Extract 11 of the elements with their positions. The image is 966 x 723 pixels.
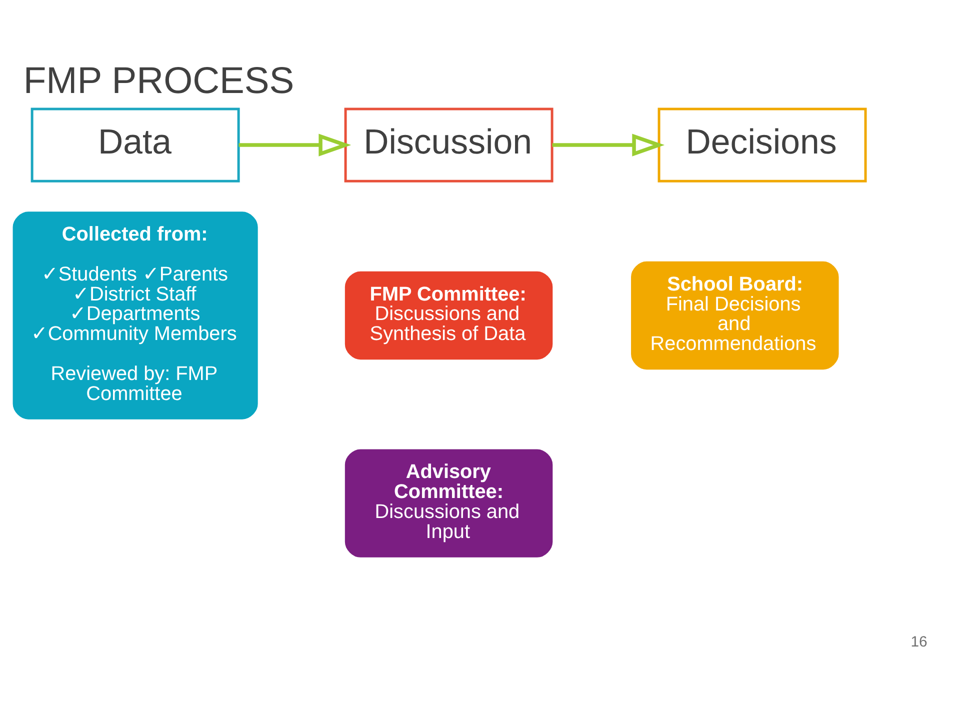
node-box: FMP Committee: Discussions and Synthesis of Data xyxy=(344,271,553,360)
arrow xyxy=(552,134,665,156)
node-box: Advisory Committee: Discussions and Input xyxy=(344,449,553,558)
node-box: School Board: Final Decisions and Recommendations xyxy=(631,261,839,370)
diagram-title: FMP PROCESS xyxy=(23,58,294,101)
arrow xyxy=(238,134,352,156)
node-box: Data xyxy=(30,108,240,182)
label: 16 xyxy=(910,633,928,650)
node-box: Discussion xyxy=(344,108,554,182)
node-box: Collected from: ✓Students ✓Parents ✓District Staff ✓Departments ✓Community Members Reviewed by: FMP Committee xyxy=(12,212,258,420)
node-box: Decisions xyxy=(658,108,867,182)
